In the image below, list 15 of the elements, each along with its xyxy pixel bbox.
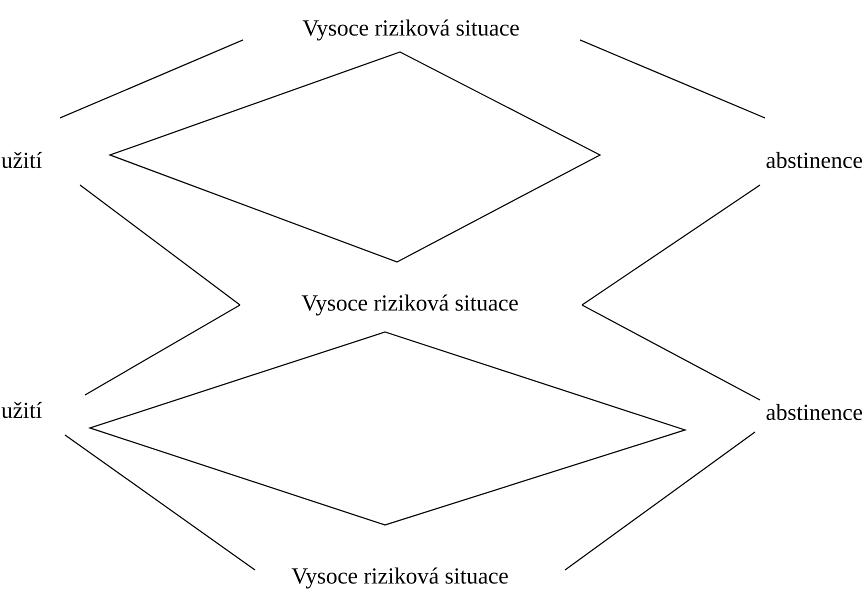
text-label: abstinence (766, 152, 862, 168)
text-label: užití (2, 402, 42, 418)
text-label: Vysoce riziková situace (302, 294, 518, 316)
connector-line (564, 432, 756, 570)
connector-line (64, 434, 256, 570)
connector-line (582, 304, 760, 401)
connector-line (80, 184, 240, 306)
text-label: užití (2, 152, 42, 168)
text-label: Vysoce riziková situace (292, 568, 508, 588)
connector-line (582, 184, 760, 306)
text-label: abstinence (766, 404, 862, 420)
connector-line (580, 39, 766, 119)
connector-line (84, 304, 240, 396)
text-label: Vysoce riziková situace (302, 20, 519, 40)
connector-line (60, 39, 244, 119)
